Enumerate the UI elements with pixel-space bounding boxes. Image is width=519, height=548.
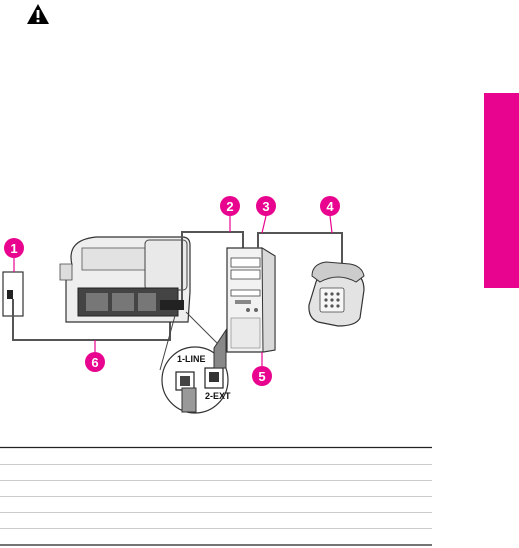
chapter-tab[interactable] bbox=[484, 93, 519, 288]
phone-cord-2 bbox=[181, 231, 244, 300]
svg-text:5: 5 bbox=[258, 369, 265, 384]
svg-text:1: 1 bbox=[10, 241, 17, 256]
callout-1: 1 bbox=[4, 238, 24, 258]
computer-tower bbox=[226, 247, 276, 353]
port-2-ext-label: 2-EXT bbox=[205, 391, 231, 401]
warning-icon bbox=[27, 4, 49, 24]
callout-2: 2 bbox=[220, 196, 240, 216]
callout-3: 3 bbox=[256, 196, 276, 216]
callout-4: 4 bbox=[320, 196, 340, 216]
port-detail-circle: 1-LINE 2-EXT bbox=[159, 311, 231, 414]
legend-table bbox=[0, 446, 432, 546]
phone-cord-6 bbox=[12, 299, 171, 341]
wall-jack bbox=[2, 271, 24, 317]
svg-text:2: 2 bbox=[226, 199, 233, 214]
callout-leaders bbox=[13, 215, 333, 366]
fax-setup-diagram: 1-LINE 2-EXT 1 2 3 4 bbox=[2, 196, 365, 414]
telephone bbox=[308, 261, 365, 327]
svg-text:4: 4 bbox=[326, 199, 334, 214]
svg-text:3: 3 bbox=[262, 199, 269, 214]
hp-all-in-one bbox=[59, 236, 191, 323]
callout-6: 6 bbox=[85, 352, 105, 372]
svg-text:6: 6 bbox=[91, 355, 98, 370]
phone-cord-3 bbox=[257, 232, 343, 275]
port-1-line-label: 1-LINE bbox=[177, 354, 206, 364]
callout-5: 5 bbox=[252, 366, 272, 386]
